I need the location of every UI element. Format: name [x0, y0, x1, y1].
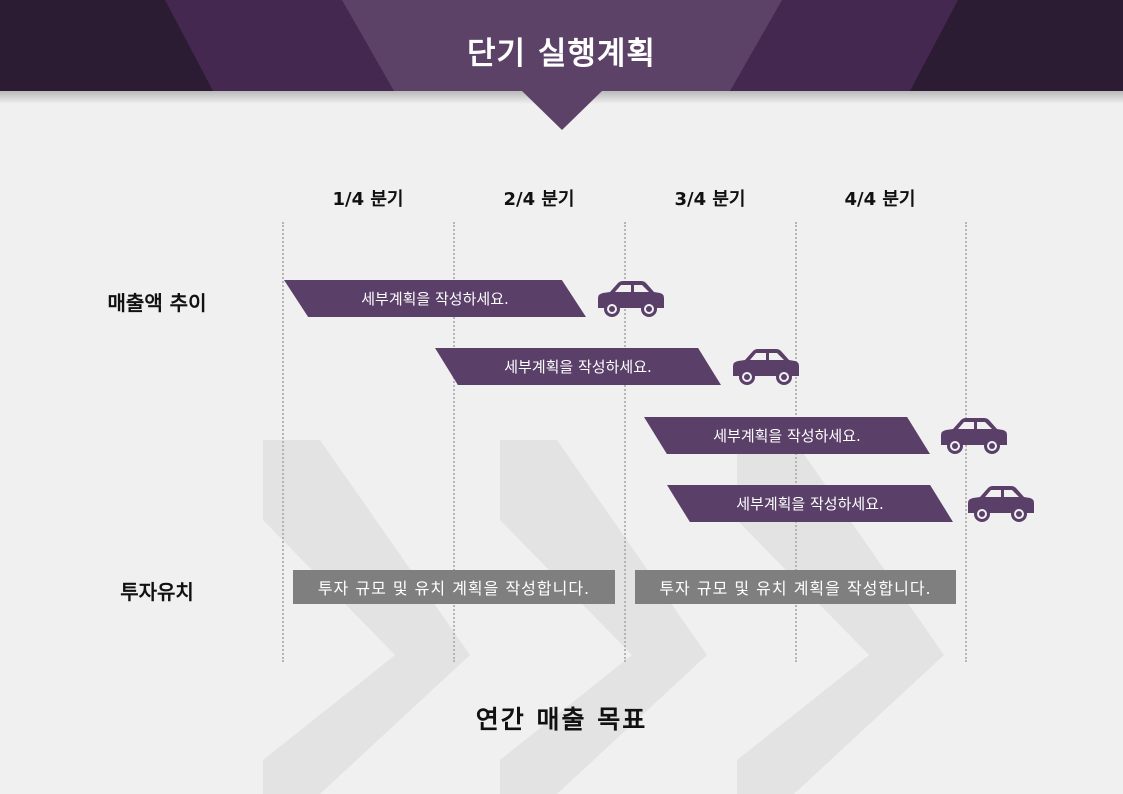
quarter-header-2: 2/4 분기	[503, 189, 575, 210]
page-title: 단기 실행계획	[467, 36, 656, 72]
grid-line	[624, 222, 626, 662]
row-label-investment: 투자유치	[120, 580, 194, 604]
quarter-header-1: 1/4 분기	[332, 189, 404, 210]
investment-bar-1: 투자 규모 및 유치 계획을 작성합니다.	[293, 570, 615, 604]
task-bar-3: 세부계획을 작성하세요.	[644, 417, 930, 454]
investment-bar-2: 투자 규모 및 유치 계획을 작성합니다.	[635, 570, 956, 604]
car-icon	[598, 281, 664, 317]
task-bar-4: 세부계획을 작성하세요.	[667, 485, 953, 522]
row-label-sales: 매출액 추이	[107, 291, 207, 315]
car-icon	[968, 486, 1034, 522]
quarter-header-4: 4/4 분기	[844, 189, 916, 210]
quarter-header-3: 3/4 분기	[674, 189, 746, 210]
grid-line	[282, 222, 284, 662]
car-icon	[733, 349, 799, 385]
task-bar-2: 세부계획을 작성하세요.	[435, 348, 721, 385]
car-icon	[941, 418, 1007, 454]
annual-goal-label: 연간 매출 목표	[475, 705, 648, 734]
grid-line	[453, 222, 455, 662]
task-bar-1: 세부계획을 작성하세요.	[284, 280, 586, 317]
header-banner	[0, 0, 1123, 130]
